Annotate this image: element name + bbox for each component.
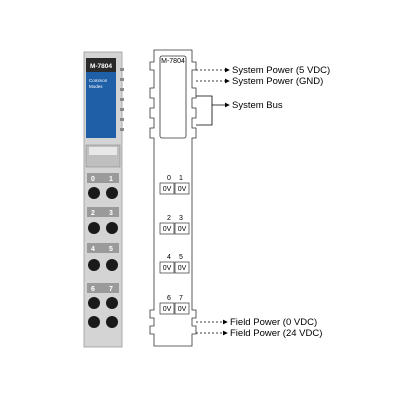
system-bus-arrow: System Bus [196, 95, 283, 126]
field-power-24v-arrow: Field Power (24 VDC) [196, 328, 322, 339]
module-photo: M-7804 Common Modes 0 1 2 3 4 5 [83, 51, 124, 348]
terminal-num-5: 5 [109, 246, 113, 253]
terminal-num-3: 3 [109, 210, 113, 217]
channel-num: 7 [179, 295, 183, 302]
terminal-hole [106, 222, 118, 234]
terminal-hole [106, 297, 118, 309]
channel-num: 4 [167, 254, 171, 261]
schematic-outline [149, 49, 197, 347]
channel-4-5: 4 5 0V 0V [159, 254, 190, 274]
terminal-hole [88, 222, 100, 234]
channel-label: 0V [163, 226, 172, 233]
channel-num: 2 [167, 215, 171, 222]
field-power-24v-label: Field Power (24 VDC) [230, 328, 322, 339]
channel-label: 0V [178, 186, 187, 193]
blue-label [86, 72, 116, 138]
system-power-5v-arrow: System Power (5 VDC) [196, 65, 330, 76]
photo-subtitle-1: Common [89, 78, 108, 83]
lever-highlight [89, 147, 117, 155]
channel-0-1: 0 1 0V 0V [159, 175, 190, 195]
channel-num: 0 [167, 175, 171, 182]
module-side-ribs [120, 68, 124, 131]
channel-6-7: 6 7 0V 0V [159, 295, 190, 315]
terminal-hole [88, 316, 100, 328]
photo-subtitle-2: Modes [89, 84, 103, 89]
terminal-hole [88, 187, 100, 199]
schematic-label-box [159, 55, 187, 139]
system-power-gnd-label: System Power (GND) [232, 76, 323, 87]
channel-label: 0V [163, 186, 172, 193]
terminal-num-2: 2 [91, 210, 95, 217]
system-power-5v-label: System Power (5 VDC) [232, 65, 330, 76]
terminal-num-0: 0 [91, 176, 95, 183]
terminal-blocks: 0 1 2 3 4 5 6 7 [87, 173, 119, 328]
photo-model-label: M-7804 [90, 63, 112, 70]
channel-label: 0V [178, 306, 187, 313]
terminal-num-6: 6 [91, 286, 95, 293]
channel-num: 1 [179, 175, 183, 182]
channel-label: 0V [163, 265, 172, 272]
channel-num: 5 [179, 254, 183, 261]
system-power-gnd-arrow: System Power (GND) [196, 76, 323, 87]
channel-label: 0V [178, 226, 187, 233]
channel-label: 0V [163, 306, 172, 313]
field-power-0v-label: Field Power (0 VDC) [230, 317, 317, 328]
system-bus-label: System Bus [232, 100, 283, 111]
channel-2-3: 2 3 0V 0V [159, 215, 190, 235]
terminal-hole [106, 259, 118, 271]
model-strip [86, 58, 116, 72]
terminal-num-4: 4 [91, 246, 95, 253]
terminal-hole [106, 316, 118, 328]
terminal-hole [88, 259, 100, 271]
module-schematic [149, 49, 197, 347]
channel-label: 0V [178, 265, 187, 272]
channel-num: 3 [179, 215, 183, 222]
channel-num: 6 [167, 295, 171, 302]
terminal-num-7: 7 [109, 286, 113, 293]
terminal-hole [88, 297, 100, 309]
terminal-num-1: 1 [109, 176, 113, 183]
field-power-0v-arrow: Field Power (0 VDC) [196, 317, 317, 328]
schematic-model-label: M-7804 [161, 58, 185, 65]
terminal-hole [106, 187, 118, 199]
